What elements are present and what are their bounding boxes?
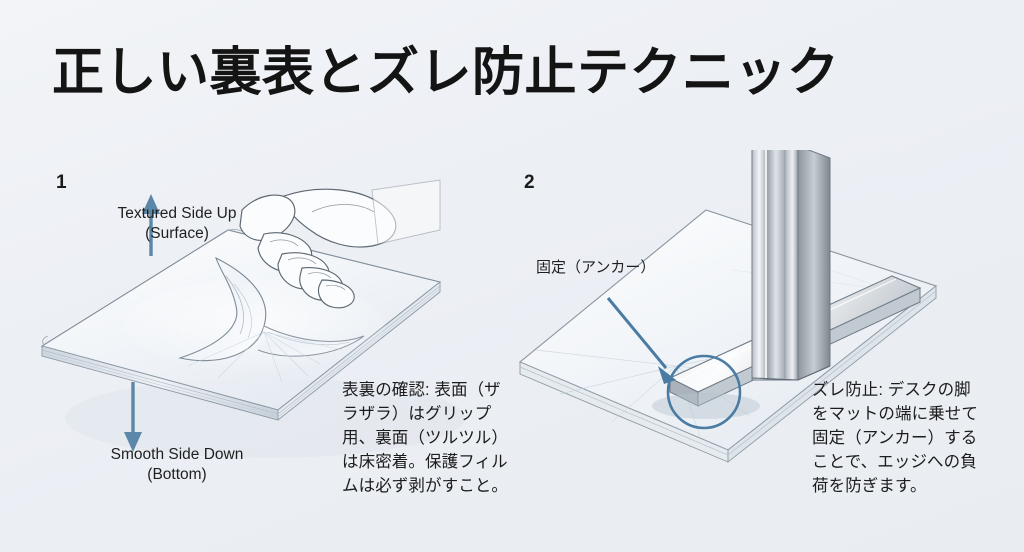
label-anchor: 固定（アンカー） (536, 259, 656, 276)
down-arrow-shape (124, 382, 142, 452)
step-number-2: 2 (524, 172, 535, 193)
anchor-highlight-circle-shape (666, 354, 742, 430)
step-number-1: 1 (56, 172, 67, 193)
label-smooth-side-down: Smooth Side Down (Bottom) (110, 446, 244, 484)
label-textured-side-up: Textured Side Up (Surface) (117, 205, 237, 243)
caption-step-2: ズレ防止: デスクの脚をマットの端に乗せて固定（アンカー）することで、エッジへの… (812, 381, 978, 495)
caption-step-1: 表裏の確認: 表面（ザラザラ）はグリップ用、裏面（ツルツル）は床密着。保護フィル… (342, 381, 508, 495)
anchor-pointer-arrow-shape (606, 297, 676, 384)
page-title: 正しい裏表とズレ防止テクニック (52, 44, 840, 102)
